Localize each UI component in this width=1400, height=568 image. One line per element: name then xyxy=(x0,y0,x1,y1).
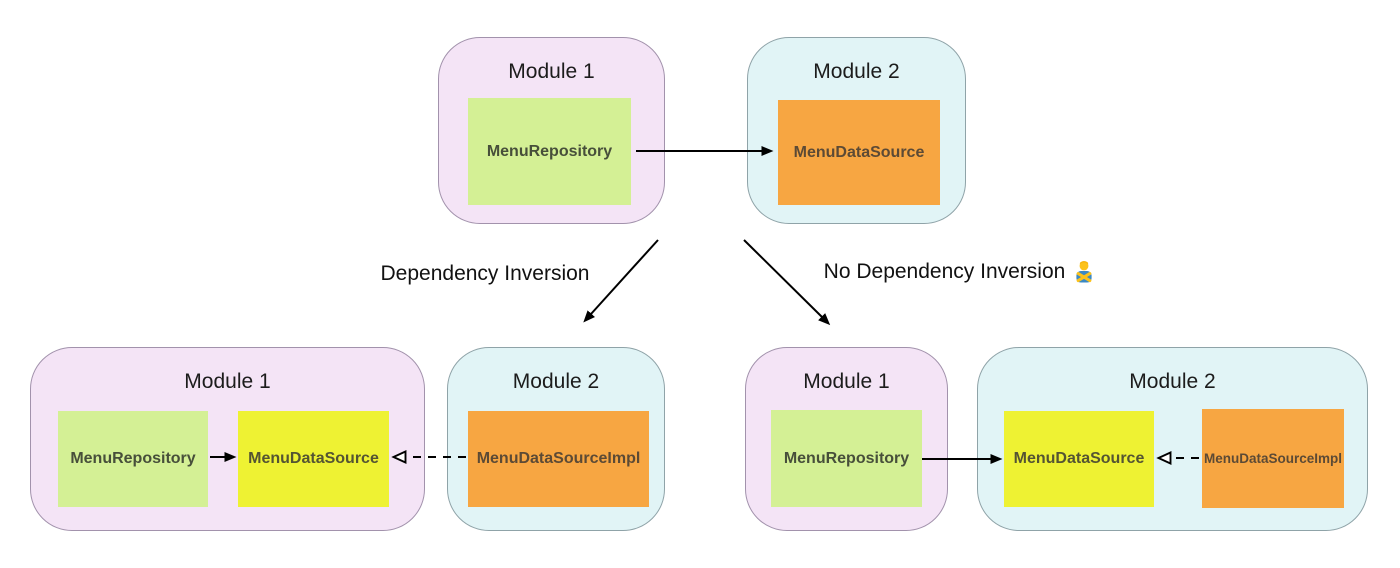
module-title: Module 1 xyxy=(184,370,271,393)
component-menudatasource: MenuDataSource xyxy=(238,411,389,507)
top-module-1: Module 1 MenuRepository xyxy=(438,37,665,224)
module-title: Module 2 xyxy=(813,60,900,83)
module-title: Module 2 xyxy=(1129,370,1216,393)
component-menudatasourceimpl: MenuDataSourceImpl xyxy=(1202,409,1344,508)
module-title: Module 2 xyxy=(512,370,600,393)
module-title: Module 1 xyxy=(508,60,595,83)
component-menurepository: MenuRepository xyxy=(58,411,208,507)
bottom-left-module-2: Module 2 MenuDataSourceImpl xyxy=(447,347,665,531)
bottom-left-module-1: Module 1 MenuRepository MenuDataSource xyxy=(30,347,425,531)
component-menurepository: MenuRepository xyxy=(468,98,631,205)
branch-label-text: Dependency Inversion xyxy=(380,262,590,285)
component-menudatasource: MenuDataSource xyxy=(1004,411,1154,507)
top-module-2: Module 2 MenuDataSource xyxy=(747,37,966,224)
component-menudatasource: MenuDataSource xyxy=(778,100,940,205)
branch-label-dependency-inversion: Dependency Inversion xyxy=(360,262,610,286)
bottom-right-module-2: Module 2 MenuDataSource MenuDataSourceIm… xyxy=(977,347,1368,531)
branch-label-no-dependency-inversion: No Dependency Inversion xyxy=(795,260,1125,284)
bottom-right-module-1: Module 1 MenuRepository xyxy=(745,347,948,531)
branch-label-text: No Dependency Inversion xyxy=(823,260,1066,283)
man-gesturing-no-icon xyxy=(1076,261,1092,283)
module-title: Module 1 xyxy=(803,370,890,393)
component-menurepository: MenuRepository xyxy=(771,410,922,507)
component-menudatasourceimpl: MenuDataSourceImpl xyxy=(468,411,649,507)
